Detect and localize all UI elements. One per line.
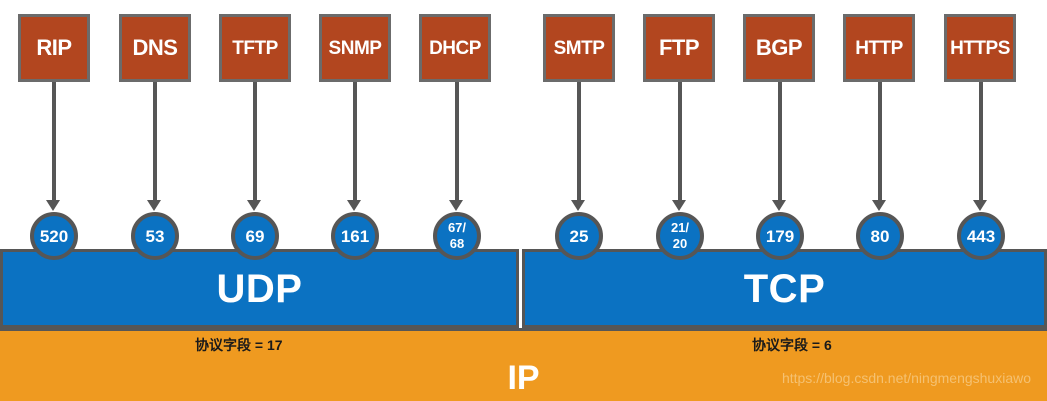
- protocol-box-http[interactable]: HTTP: [843, 14, 915, 82]
- transport-band-udp: UDP: [0, 249, 519, 328]
- port-circle-ftp[interactable]: 21/ 20: [656, 212, 704, 260]
- protocol-box-ftp[interactable]: FTP: [643, 14, 715, 82]
- protocol-box-bgp[interactable]: BGP: [743, 14, 815, 82]
- connector-line-dhcp: [455, 82, 459, 204]
- connector-line-dns: [153, 82, 157, 204]
- protocol-box-rip[interactable]: RIP: [18, 14, 90, 82]
- protocol-box-snmp[interactable]: SNMP: [319, 14, 391, 82]
- port-number: 69: [245, 226, 265, 246]
- connector-line-https: [979, 82, 983, 204]
- protocol-field-udp: 协议字段 = 17: [195, 337, 283, 353]
- connector-line-rip: [52, 82, 56, 204]
- port-circle-http[interactable]: 80: [856, 212, 904, 260]
- port-number-line2: 68: [449, 236, 465, 251]
- connector-line-smtp: [577, 82, 581, 204]
- port-circle-bgp[interactable]: 179: [756, 212, 804, 260]
- transport-band-tcp: TCP: [522, 249, 1047, 328]
- arrowhead-icon: [772, 200, 786, 211]
- band-label-tcp: TCP: [743, 266, 826, 311]
- port-number: 80: [870, 226, 890, 246]
- port-number: 520: [39, 226, 69, 246]
- arrowhead-icon: [449, 200, 463, 211]
- arrowhead-icon: [672, 200, 686, 211]
- band-label-ip: IP: [507, 359, 540, 397]
- protocol-box-https[interactable]: HTTPS: [944, 14, 1016, 82]
- protocol-box-label: SNMP: [328, 37, 382, 59]
- protocol-box-label: FTP: [658, 35, 700, 60]
- port-circle-dns[interactable]: 53: [131, 212, 179, 260]
- port-number: 53: [145, 226, 165, 246]
- arrowhead-icon: [147, 200, 161, 211]
- arrowhead-icon: [46, 200, 60, 211]
- protocol-box-label: DNS: [132, 35, 178, 60]
- protocol-box-tftp[interactable]: TFTP: [219, 14, 291, 82]
- arrowhead-icon: [973, 200, 987, 211]
- port-number: 443: [966, 226, 996, 246]
- connector-line-snmp: [353, 82, 357, 204]
- arrowhead-icon: [872, 200, 886, 211]
- port-circle-snmp[interactable]: 161: [331, 212, 379, 260]
- protocol-box-dhcp[interactable]: DHCP: [419, 14, 491, 82]
- protocol-box-label: TFTP: [232, 37, 278, 59]
- port-circle-rip[interactable]: 520: [30, 212, 78, 260]
- network-band-ip: 协议字段 = 17 协议字段 = 6 IP https://blog.csdn.…: [0, 328, 1047, 401]
- arrowhead-icon: [347, 200, 361, 211]
- port-number: 25: [569, 226, 589, 246]
- watermark-text: https://blog.csdn.net/ningmengshuxiawo: [781, 370, 1031, 386]
- port-number: 179: [765, 226, 795, 246]
- arrowhead-icon: [247, 200, 261, 211]
- port-circle-tftp[interactable]: 69: [231, 212, 279, 260]
- port-number-line2: 20: [672, 236, 688, 251]
- protocol-box-dns[interactable]: DNS: [119, 14, 191, 82]
- protocol-box-label: HTTP: [855, 37, 903, 59]
- port-number: 161: [340, 226, 370, 246]
- protocol-box-label: HTTPS: [950, 37, 1010, 59]
- protocol-box-label: BGP: [755, 35, 803, 60]
- connector-line-tftp: [253, 82, 257, 204]
- protocol-box-smtp[interactable]: SMTP: [543, 14, 615, 82]
- port-circle-dhcp[interactable]: 67/ 68: [433, 212, 481, 260]
- port-circle-https[interactable]: 443: [957, 212, 1005, 260]
- protocol-box-label: SMTP: [553, 37, 605, 59]
- connector-line-ftp: [678, 82, 682, 204]
- port-number-line1: 21/: [670, 219, 690, 235]
- protocol-box-label: DHCP: [429, 37, 481, 59]
- band-label-udp: UDP: [216, 266, 303, 311]
- connector-line-http: [878, 82, 882, 204]
- arrowhead-icon: [571, 200, 585, 211]
- protocol-box-label: RIP: [36, 35, 72, 60]
- connector-line-bgp: [778, 82, 782, 204]
- port-number-line1: 67/: [447, 219, 467, 235]
- protocol-field-tcp: 协议字段 = 6: [752, 337, 832, 353]
- port-circle-smtp[interactable]: 25: [555, 212, 603, 260]
